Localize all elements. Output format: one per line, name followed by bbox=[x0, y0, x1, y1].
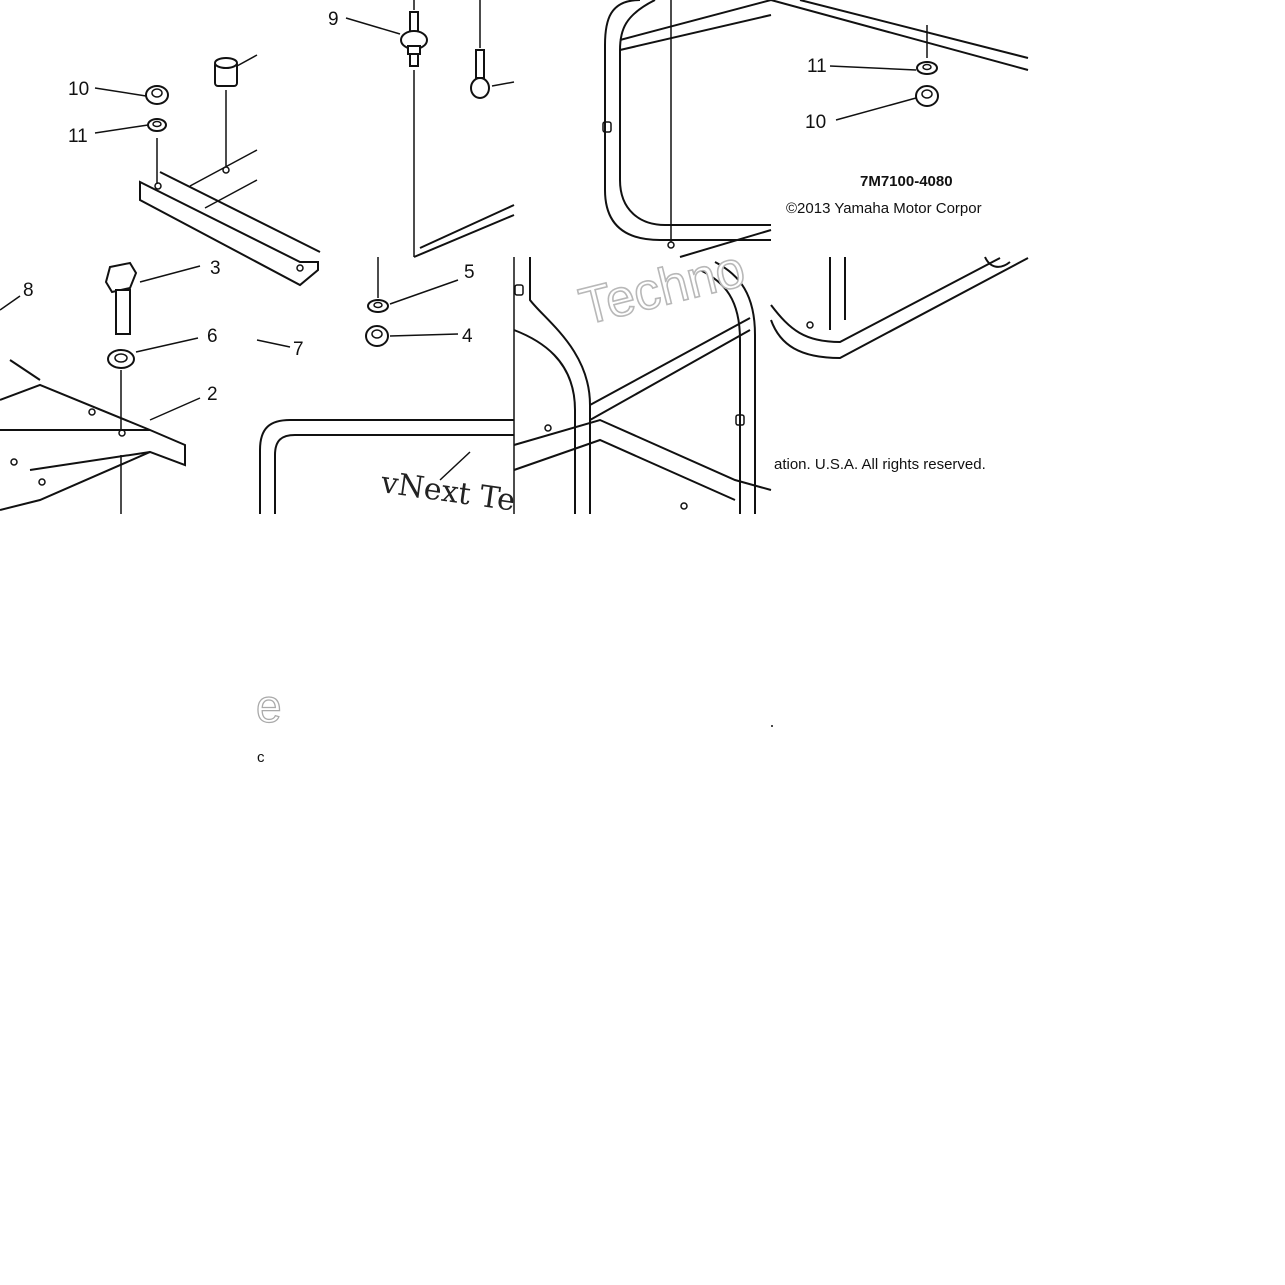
callout-3: 3 bbox=[210, 258, 221, 279]
callout-11-upper-left: 11 bbox=[68, 126, 88, 147]
callout-4: 4 bbox=[462, 326, 473, 347]
copyright-notice-end: ation. U.S.A. All rights reserved. bbox=[774, 456, 986, 473]
mounting-bracket-upper bbox=[139, 149, 321, 287]
tube-frame-upper-center bbox=[602, 0, 772, 258]
callout-10-upper-left: 10 bbox=[68, 79, 89, 100]
callout-11-upper-right: 11 bbox=[807, 56, 827, 77]
frame-rail-upper-right bbox=[770, 0, 1029, 71]
text-fragment-c: c bbox=[257, 749, 265, 766]
callout-8: 8 bbox=[23, 280, 34, 301]
nut-lower-middle bbox=[365, 325, 389, 347]
bolt-lower-left bbox=[104, 261, 138, 335]
mounting-bracket-lower bbox=[0, 359, 186, 511]
lock-washer-upper-right bbox=[916, 61, 938, 75]
lock-washer-upper-left bbox=[147, 118, 167, 132]
tube-frame-lower-right bbox=[770, 256, 1029, 360]
bolt-upper-middle bbox=[470, 0, 490, 99]
part-code: 7M7100-4080 bbox=[860, 173, 953, 190]
callout-6: 6 bbox=[207, 326, 218, 347]
tube-frame-lower-center bbox=[513, 257, 772, 514]
callout-7: 7 bbox=[293, 339, 304, 360]
watermark-outline-text: Techno bbox=[574, 240, 751, 337]
callout-10-upper-right: 10 bbox=[805, 112, 826, 133]
tube-frame-lower-left bbox=[259, 419, 514, 514]
copyright-notice-start: ©2013 Yamaha Motor Corpor bbox=[786, 200, 982, 217]
flat-washer-lower-left bbox=[107, 349, 135, 369]
spacer-collar bbox=[214, 57, 238, 87]
speck bbox=[771, 725, 773, 727]
callout-9: 9 bbox=[328, 9, 339, 30]
rubber-mount-stud bbox=[400, 11, 428, 67]
nut-upper-right bbox=[915, 85, 939, 107]
lock-washer-lower-middle bbox=[367, 299, 389, 313]
nut-upper-left bbox=[145, 85, 169, 105]
callout-5: 5 bbox=[464, 262, 475, 283]
watermark-fragment-e: e bbox=[256, 680, 282, 732]
callout-2: 2 bbox=[207, 384, 218, 405]
